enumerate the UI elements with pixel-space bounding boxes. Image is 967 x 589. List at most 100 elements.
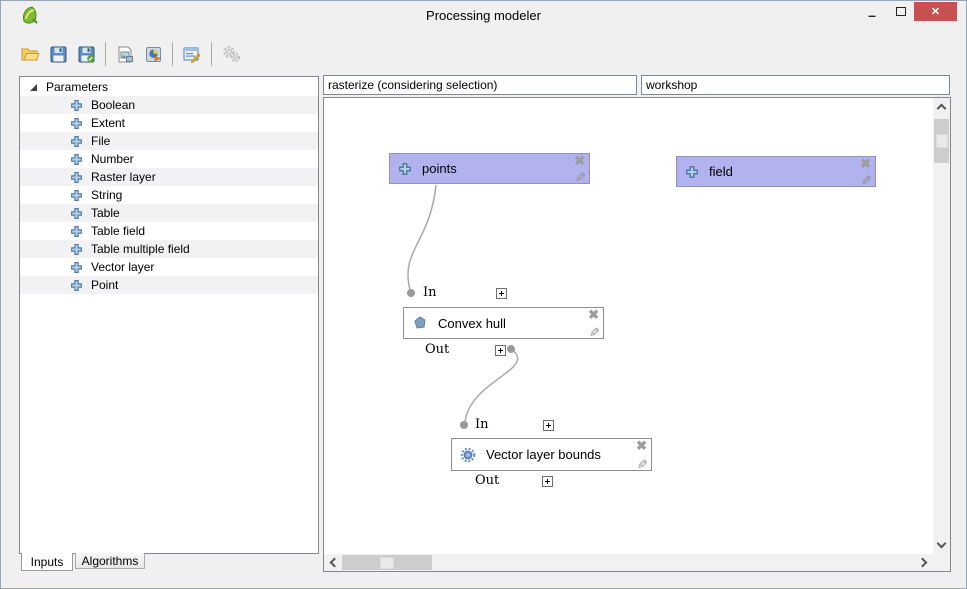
node-algorithm-vector-layer-bounds[interactable]: Vector layer bounds ✖ ✎ — [451, 438, 652, 472]
save-model-button[interactable] — [46, 41, 70, 67]
delete-node-icon[interactable]: ✖ — [860, 156, 871, 171]
vector-layer-bounds-icon — [460, 447, 476, 462]
tab-algorithms[interactable]: Algorithms — [75, 553, 145, 569]
add-parameter-icon — [71, 189, 82, 201]
node-label: field — [709, 164, 733, 179]
tree-item-table-multiple-field[interactable]: Table multiple field — [20, 240, 318, 258]
canvas-vertical-scrollbar[interactable] — [933, 98, 950, 554]
node-input-field[interactable]: field ✖ ✎ — [676, 156, 876, 188]
thumb-grip — [936, 134, 947, 148]
add-parameter-icon — [71, 117, 82, 129]
scroll-left-arrow[interactable] — [324, 554, 341, 571]
convexhull-out-expander[interactable] — [495, 345, 506, 356]
tree-root-parameters[interactable]: Parameters — [20, 78, 318, 96]
chevron-down-icon — [936, 538, 947, 549]
scroll-down-arrow[interactable] — [933, 537, 950, 554]
edit-node-icon[interactable]: ✎ — [637, 457, 648, 472]
folder-open-icon — [21, 48, 40, 61]
connection-points-to-convexhull — [407, 184, 437, 291]
connection-wires — [407, 184, 519, 423]
add-parameter-icon — [71, 171, 82, 183]
open-model-button[interactable] — [18, 41, 42, 67]
tree-item-file[interactable]: File — [20, 132, 318, 150]
convexhull-in-anchor — [407, 289, 415, 297]
run-model-button[interactable] — [219, 41, 243, 67]
save-model-as-button[interactable] — [74, 41, 98, 67]
tree-item-point[interactable]: Point — [20, 276, 318, 294]
tree-item-label: Point — [91, 278, 119, 292]
add-parameter-icon — [71, 207, 82, 219]
tree-item-number[interactable]: Number — [20, 150, 318, 168]
toolbar-separator — [172, 42, 173, 66]
toolbar-separator — [105, 42, 106, 66]
inputs-panel: Parameters Boolean Extent File Number Ra… — [19, 76, 319, 554]
node-input-points[interactable]: points ✖ ✎ — [389, 153, 590, 185]
add-parameter-icon — [71, 225, 82, 237]
add-parameter-icon — [71, 261, 82, 273]
save-as-icon — [78, 46, 94, 62]
window-title: Processing modeler — [426, 8, 541, 23]
tree-item-vector-layer[interactable]: Vector layer — [20, 258, 318, 276]
model-canvas-frame: points ✖ ✎ field ✖ ✎ In Convex hull — [323, 97, 951, 572]
convexhull-in-label: In — [423, 285, 437, 300]
connection-convexhull-to-bounds — [464, 348, 519, 423]
edit-node-icon[interactable]: ✎ — [589, 325, 600, 340]
close-button[interactable]: ✕ — [914, 2, 957, 21]
tab-inputs[interactable]: Inputs — [21, 553, 73, 571]
model-group-input[interactable] — [641, 75, 950, 95]
delete-node-icon[interactable]: ✖ — [574, 153, 585, 168]
canvas-horizontal-scrollbar[interactable] — [324, 554, 933, 571]
node-label: Vector layer bounds — [486, 447, 601, 462]
thumb-grip — [380, 557, 394, 568]
tree-item-extent[interactable]: Extent — [20, 114, 318, 132]
minimize-button[interactable]: – — [868, 6, 876, 23]
add-input-icon — [686, 165, 698, 178]
bounds-in-label: In — [475, 417, 489, 432]
tree-item-label: Number — [91, 152, 134, 166]
expanded-twisty-icon[interactable] — [29, 83, 38, 92]
edit-help-icon — [183, 47, 201, 63]
edit-node-icon[interactable]: ✎ — [861, 173, 872, 188]
tree-item-table-field[interactable]: Table field — [20, 222, 318, 240]
scroll-right-arrow[interactable] — [916, 554, 933, 571]
bounds-out-expander[interactable] — [542, 476, 553, 487]
chevron-up-icon — [936, 103, 947, 114]
parameters-tree: Parameters Boolean Extent File Number Ra… — [20, 77, 318, 294]
model-name-input[interactable] — [323, 75, 637, 95]
convex-hull-icon — [414, 316, 426, 329]
tree-item-label: Table — [91, 206, 120, 220]
delete-node-icon[interactable]: ✖ — [588, 307, 599, 322]
qgis-logo-icon — [23, 6, 38, 24]
edit-model-help-button[interactable] — [180, 41, 204, 67]
vertical-scroll-thumb[interactable] — [934, 119, 949, 163]
gears-icon — [222, 46, 240, 63]
delete-node-icon[interactable]: ✖ — [636, 438, 647, 453]
tree-item-raster-layer[interactable]: Raster layer — [20, 168, 318, 186]
model-canvas[interactable]: points ✖ ✎ field ✖ ✎ In Convex hull — [324, 98, 933, 554]
maximize-icon — [895, 7, 906, 16]
maximize-button[interactable] — [887, 2, 914, 21]
node-algorithm-convex-hull[interactable]: Convex hull ✖ ✎ — [403, 307, 604, 340]
export-python-icon — [145, 46, 161, 62]
chevron-left-icon — [329, 557, 340, 568]
tree-item-boolean[interactable]: Boolean — [20, 96, 318, 114]
tree-item-label: Extent — [91, 116, 126, 130]
export-as-python-button[interactable] — [141, 41, 165, 67]
title-bar: Processing modeler – ✕ — [1, 1, 966, 31]
edit-node-icon[interactable]: ✎ — [575, 170, 586, 185]
horizontal-scroll-thumb[interactable] — [342, 555, 432, 570]
tree-item-label: Vector layer — [91, 260, 155, 274]
tree-item-label: String — [91, 188, 123, 202]
convexhull-in-expander[interactable] — [496, 288, 507, 299]
tree-item-table[interactable]: Table — [20, 204, 318, 222]
toolbar — [1, 37, 966, 71]
add-parameter-icon — [71, 135, 82, 147]
scroll-up-arrow[interactable] — [933, 98, 950, 115]
add-parameter-icon — [71, 99, 82, 111]
bounds-in-anchor — [460, 421, 468, 429]
bounds-in-expander[interactable] — [543, 420, 554, 431]
export-as-image-button[interactable] — [113, 41, 137, 67]
node-label: Convex hull — [438, 315, 506, 331]
tree-item-string[interactable]: String — [20, 186, 318, 204]
